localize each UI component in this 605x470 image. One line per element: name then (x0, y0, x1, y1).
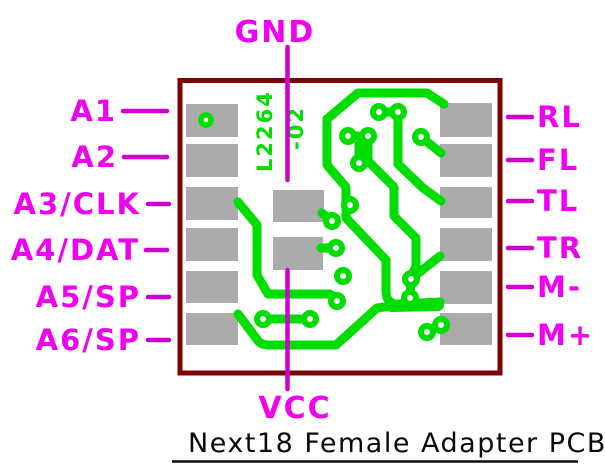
pad-tl (440, 187, 492, 218)
pad-a2 (186, 144, 238, 177)
pad-a1-hole (198, 112, 214, 128)
title-block: Next18 Female Adapter PCB (172, 428, 605, 463)
pad-center-vcc (273, 237, 323, 270)
via (412, 128, 430, 146)
via (339, 127, 357, 145)
label-a4-dat: A4/DAT (11, 233, 140, 267)
label-a3-clk: A3/CLK (14, 187, 141, 221)
trace-m-minus-entry (386, 299, 444, 312)
trace-a6 (233, 301, 396, 350)
label-a5-sp: A5/SP (36, 280, 141, 314)
via (389, 103, 407, 121)
via (323, 212, 341, 230)
page-title: Next18 Female Adapter PCB (188, 428, 605, 459)
pad-a6 (186, 313, 238, 345)
via (402, 270, 420, 288)
via (432, 316, 450, 334)
pads-left (186, 104, 238, 345)
trace-tr-feed (363, 131, 421, 282)
via (370, 103, 388, 121)
label-m-plus: M+ (537, 318, 594, 352)
label-rl: RL (537, 100, 582, 134)
vias (198, 103, 450, 341)
pads-right (440, 103, 492, 345)
via (301, 310, 319, 328)
pad-fl (440, 144, 492, 177)
via (328, 292, 346, 310)
pad-a3 (186, 187, 238, 220)
pad-a5 (186, 271, 238, 303)
pad-m-minus (440, 271, 492, 304)
via (418, 323, 436, 341)
label-gnd: GND (235, 15, 316, 50)
label-fl: FL (537, 143, 579, 177)
pad-rl (440, 103, 492, 137)
trace-tl (393, 107, 446, 206)
via (254, 310, 272, 328)
pad-a4 (186, 228, 238, 261)
silkscreen-ref: L2264 -02 (253, 90, 308, 172)
via (359, 127, 377, 145)
pad-tr (440, 228, 492, 261)
label-m-minus: M- (537, 270, 582, 304)
label-tr: TR (537, 231, 583, 265)
via (401, 289, 419, 307)
label-a1: A1 (70, 94, 117, 128)
pad-center-gnd (273, 190, 324, 222)
via (327, 239, 345, 257)
label-vcc: VCC (258, 391, 331, 426)
annotations: GND VCC A1 A2 A3/CLK A4/DAT A5/SP A6/SP … (11, 15, 594, 426)
label-a2: A2 (71, 140, 118, 174)
via (341, 196, 359, 214)
board-outline (177, 78, 503, 376)
pads-center (273, 190, 324, 270)
silkscreen-ref-line1: L2264 (253, 90, 277, 172)
label-tl: TL (537, 184, 579, 218)
label-a6-sp: A6/SP (36, 323, 141, 357)
via (334, 267, 352, 285)
via (350, 154, 368, 172)
